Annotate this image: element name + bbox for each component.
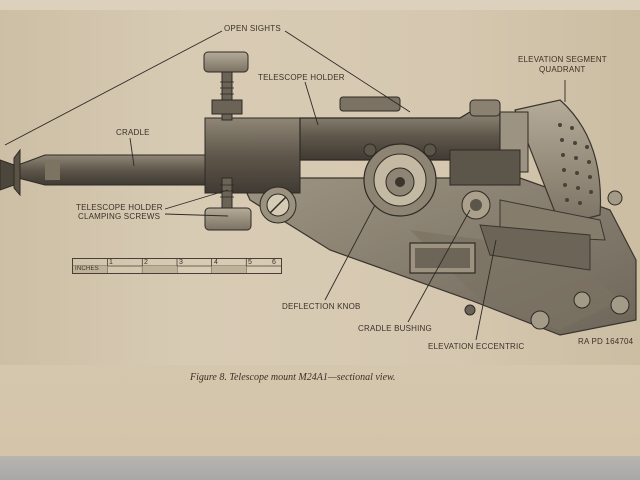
figure-caption: Figure 8. Telescope mount M24A1—sectiona… (190, 372, 396, 383)
label-elevation-segment-1: ELEVATION SEGMENT (518, 55, 607, 64)
label-deflection-knob: DEFLECTION KNOB (282, 302, 361, 311)
document-page: OPEN SIGHTS TELESCOPE HOLDER ELEVATION S… (0, 0, 640, 456)
label-cradle: CRADLE (116, 128, 150, 137)
ruler-tick-6: 6 (272, 259, 277, 266)
inch-scale-ruler: INCHES 1 2 3 4 5 6 (72, 258, 282, 274)
background-surface (0, 456, 640, 480)
ruler-tick-2: 2 (144, 259, 149, 266)
telescope-mount-drawing (0, 30, 637, 341)
ruler-unit-label: INCHES (75, 266, 99, 272)
label-clamping-screws-2: CLAMPING SCREWS (78, 212, 161, 221)
label-cradle-bushing: CRADLE BUSHING (358, 324, 432, 333)
ruler-tick-5: 5 (248, 259, 253, 266)
label-clamping-screws-1: TELESCOPE HOLDER (76, 203, 163, 212)
ruler-tick-4: 4 (214, 259, 219, 266)
label-elevation-eccentric: ELEVATION ECCENTRIC (428, 342, 525, 351)
label-telescope-holder: TELESCOPE HOLDER (258, 73, 345, 82)
label-open-sights: OPEN SIGHTS (224, 24, 281, 33)
label-elevation-segment-2: QUADRANT (539, 65, 586, 74)
ruler-tick-1: 1 (109, 259, 114, 266)
figure-reference-number: RA PD 164704 (578, 337, 634, 346)
ruler-tick-3: 3 (179, 259, 184, 266)
